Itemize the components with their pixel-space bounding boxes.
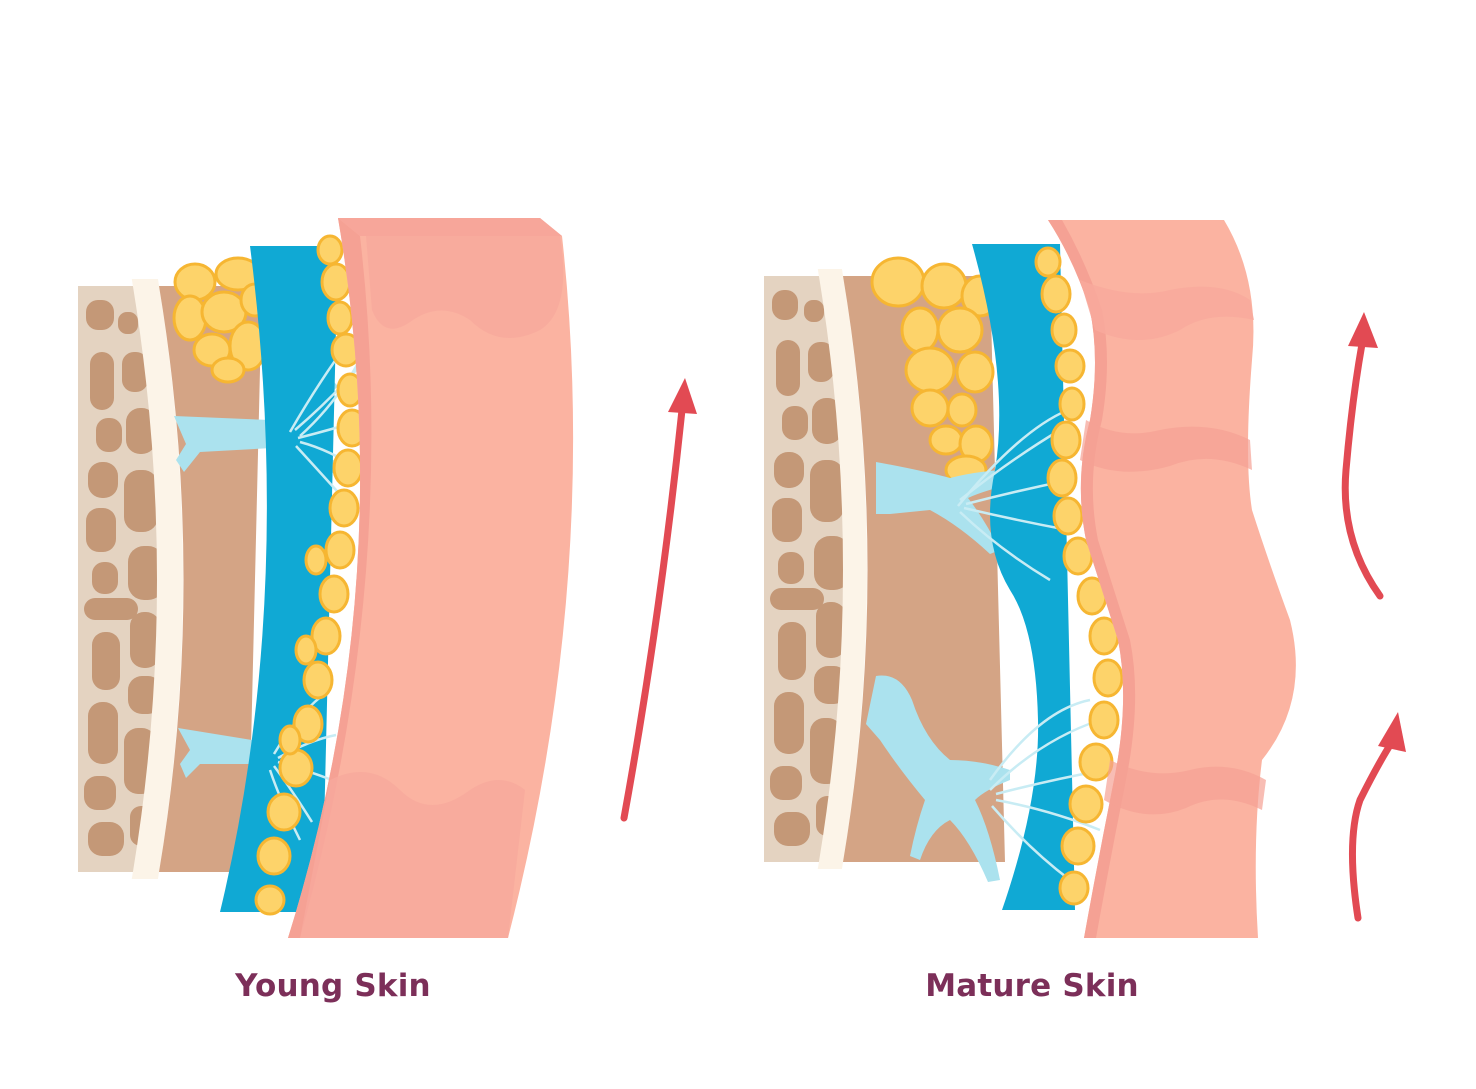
mature-skin-shade-low [1104,760,1266,815]
young-lift-arrow [620,378,697,822]
mature-skin-illustration [764,220,1406,938]
mature-skin-shade-mid [1080,420,1252,472]
mature-periosteum [817,269,867,869]
young-deep-fat [172,256,271,384]
mature-skin-shade-top [1080,280,1254,340]
young-fascia-layer [220,246,338,912]
young-skin-shade-bottom [300,772,525,938]
mature-superficial-fat [1034,246,1124,906]
young-skin-top [338,218,562,236]
young-superficial-fat [254,234,368,916]
young-periosteum [131,279,183,879]
mature-skin-layer [1048,220,1296,938]
mature-lift-arrow-lower [1348,712,1406,922]
young-skin-caption: Young Skin [235,968,431,1004]
young-bone-pores [84,300,164,856]
mature-lift-arrow-upper [1341,312,1384,600]
mature-retaining-ligament-lower [866,675,1010,882]
young-skin-illustration [78,218,697,938]
mature-bone-pores [770,290,850,846]
young-skin-shade-top [366,236,564,338]
mature-skin-caption: Mature Skin [925,968,1139,1004]
